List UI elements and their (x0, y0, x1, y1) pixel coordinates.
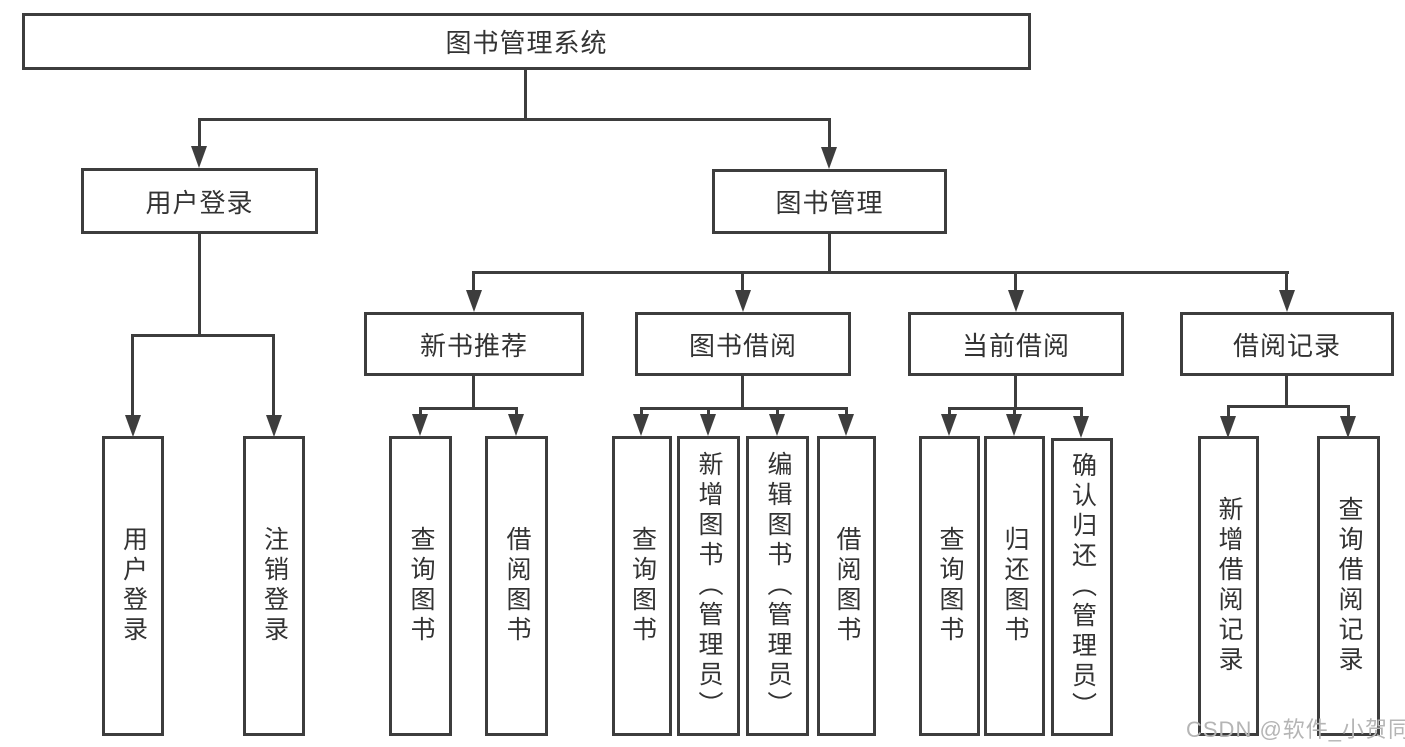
leaf-add-borrow-record: 新增借阅记录 (1198, 436, 1259, 736)
connector-drop-leaf-logout (272, 334, 275, 416)
connector-root-stem (524, 69, 527, 118)
connector-bookborrow-bus (640, 407, 848, 410)
leaf-label: 用户登录 (119, 526, 148, 646)
node-book-management: 图书管理 (712, 169, 947, 234)
leaf-query-books-3: 查询图书 (919, 436, 980, 736)
connector-drop-cb-confirm (1080, 407, 1083, 417)
connector-userlogin-stem (198, 234, 201, 337)
connector-drop-leaf-login (131, 334, 134, 416)
node-user-login: 用户登录 (81, 168, 318, 234)
connector-root-bus (198, 118, 831, 121)
arrowhead-bb-query (633, 414, 649, 436)
node-current-borrowing: 当前借阅 (908, 312, 1124, 376)
leaf-label: 借阅图书 (503, 526, 531, 646)
leaf-borrow-books-1: 借阅图书 (485, 436, 548, 736)
arrowhead-nb-query (412, 414, 428, 436)
arrowhead-borrow-record (1279, 290, 1295, 312)
leaf-add-books-admin: 新增图书（管理员） (677, 436, 740, 736)
connector-bookmgmt-bus (473, 271, 1289, 274)
leaf-borrow-books-2: 借阅图书 (817, 436, 876, 736)
arrowhead-leaf-logout (266, 415, 282, 437)
arrowhead-bb-borrow (838, 414, 854, 436)
connector-newbook-stem (472, 376, 475, 410)
connector-drop-bb-borrow (845, 407, 848, 417)
connector-drop-book-mgmt (828, 118, 831, 149)
connector-drop-current-borrow (1014, 271, 1017, 291)
connector-drop-bb-query (640, 407, 643, 417)
arrowhead-bb-edit (769, 414, 785, 436)
leaf-edit-books-admin: 编辑图书（管理员） (746, 436, 809, 736)
leaf-label: 查询图书 (936, 526, 964, 646)
arrowhead-cb-confirm (1073, 416, 1089, 438)
connector-bookborrow-stem (741, 376, 744, 410)
leaf-label: 注销登录 (260, 526, 289, 646)
arrowhead-current-borrow (1008, 290, 1024, 312)
leaf-query-books-2: 查询图书 (612, 436, 672, 736)
leaf-label: 查询图书 (628, 526, 657, 646)
leaf-label: 确认归还（管理员） (1068, 452, 1097, 722)
arrowhead-user-login (191, 146, 207, 168)
connector-drop-cb-return (1013, 407, 1016, 417)
arrowhead-cb-return (1006, 414, 1022, 436)
leaf-label: 借阅图书 (833, 526, 861, 646)
arrowhead-bb-add (700, 414, 716, 436)
connector-drop-borrow-record (1285, 271, 1288, 291)
csdn-watermark: CSDN @软件_小贺同学 (1186, 717, 1405, 742)
connector-drop-book-borrow (741, 271, 744, 291)
leaf-query-books-1: 查询图书 (389, 436, 452, 736)
leaf-return-books: 归还图书 (984, 436, 1045, 736)
leaf-label: 归还图书 (1001, 526, 1029, 646)
leaf-query-borrow-record: 查询借阅记录 (1317, 436, 1380, 736)
leaf-label: 查询图书 (407, 526, 435, 646)
connector-borrowrecord-stem (1285, 376, 1288, 408)
connector-drop-user-login (198, 118, 201, 148)
connector-drop-bb-add (707, 407, 710, 417)
arrowhead-br-query (1340, 416, 1356, 438)
connector-drop-new-book (472, 271, 475, 291)
connector-bookmgmt-stem (828, 234, 831, 274)
leaf-label: 新增借阅记录 (1215, 496, 1243, 676)
connector-drop-cb-query (948, 407, 951, 417)
arrowhead-nb-borrow (508, 414, 524, 436)
leaf-label: 编辑图书（管理员） (764, 451, 792, 721)
leaf-label: 新增图书（管理员） (695, 451, 723, 721)
connector-drop-bb-edit (776, 407, 779, 417)
leaf-user-login: 用户登录 (102, 436, 164, 736)
connector-drop-br-add (1227, 405, 1230, 417)
leaf-confirm-return-admin: 确认归还（管理员） (1051, 438, 1113, 736)
leaf-logout: 注销登录 (243, 436, 305, 736)
connector-borrowrecord-bus (1227, 405, 1350, 408)
arrowhead-leaf-login (125, 415, 141, 437)
connector-userlogin-bus (132, 334, 275, 337)
node-borrowing-records: 借阅记录 (1180, 312, 1394, 376)
leaf-label: 查询借阅记录 (1335, 496, 1363, 676)
connector-newbook-bus (419, 407, 518, 410)
arrowhead-cb-query (941, 414, 957, 436)
connector-drop-br-query (1347, 405, 1350, 417)
connector-drop-nb-query (419, 407, 422, 417)
arrowhead-br-add (1220, 416, 1236, 438)
node-book-borrowing: 图书借阅 (635, 312, 851, 376)
arrowhead-book-mgmt (821, 147, 837, 169)
arrowhead-book-borrow (735, 290, 751, 312)
connector-drop-nb-borrow (515, 407, 518, 417)
node-new-book-recommendation: 新书推荐 (364, 312, 584, 376)
connector-currentborrow-stem (1014, 376, 1017, 410)
arrowhead-new-book (466, 290, 482, 312)
node-root-library-management-system: 图书管理系统 (22, 13, 1031, 70)
